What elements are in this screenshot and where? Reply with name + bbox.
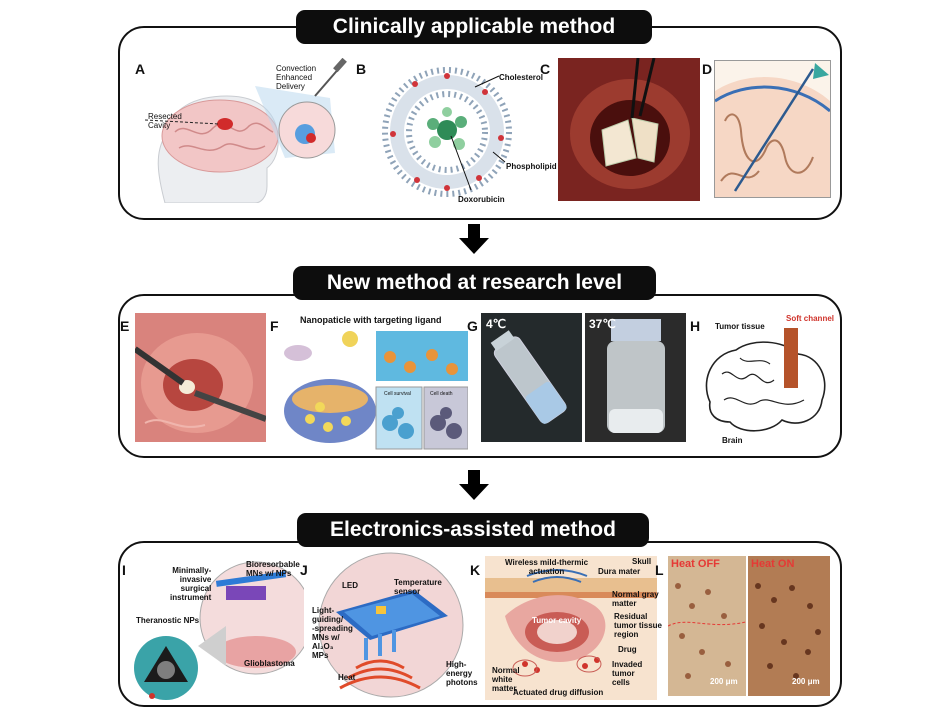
panel-f-nanoparticle-illustration xyxy=(280,327,468,451)
text-temperature-sensor: Temperature sensor xyxy=(394,578,442,596)
text-mi-instrument: Minimally- invasive surgical instrument xyxy=(170,566,212,602)
panel-c-surgery-photo xyxy=(558,58,700,201)
panel-k-wireless-actuation xyxy=(485,556,657,700)
label-i: I xyxy=(122,562,126,578)
text-brain: Brain xyxy=(722,436,743,445)
text-cell-survival: Cell survival xyxy=(384,391,411,397)
text-residual-tumor: Residual tumor tissue region xyxy=(614,612,663,639)
led-microneedle-icon xyxy=(318,552,464,698)
text-normal-white-matter: Normal white matter xyxy=(492,666,520,693)
text-drug: Drug xyxy=(618,645,637,654)
down-arrow-icon xyxy=(459,470,489,500)
histology-off-icon xyxy=(668,556,746,696)
text-phospholipid: Phospholipid xyxy=(506,162,557,171)
bioresorbable-mn-icon xyxy=(134,561,304,700)
panel-h-brain-channel xyxy=(700,310,832,448)
text-cell-death: Cell death xyxy=(430,391,453,397)
panel-l-histology-off xyxy=(668,556,746,696)
label-k: K xyxy=(470,562,481,578)
panel-j-led-device xyxy=(316,550,466,700)
label-g: G xyxy=(467,318,478,334)
text-nanoparticle-title: Nanopaticle with targeting ligand xyxy=(300,315,442,325)
panel-b-liposome xyxy=(375,62,535,202)
text-tumor-cavity: Tumor cavity xyxy=(532,616,582,625)
text-tumor-tissue: Tumor tissue xyxy=(715,322,765,331)
text-led: LED xyxy=(342,581,358,590)
text-cholesterol: Cholesterol xyxy=(499,73,544,82)
panel-g-gel-photo-4c xyxy=(481,313,582,442)
text-heat-off: Heat OFF xyxy=(671,558,720,570)
text-light-guiding: Light- guiding/ -spreading MNs w/ Al₂O₃ … xyxy=(312,606,353,660)
label-h: H xyxy=(690,318,701,334)
label-l: L xyxy=(655,562,664,578)
text-wireless-actuation: Wireless mild-thermic actuation xyxy=(505,558,589,576)
liposome-icon xyxy=(382,67,512,197)
text-glioblastoma: Glioblastoma xyxy=(244,659,295,668)
text-resected-cavity: Resected Cavity xyxy=(148,112,182,130)
wafer-implant-icon xyxy=(558,58,700,201)
label-a: A xyxy=(135,61,146,77)
text-skull: Skull xyxy=(632,557,652,566)
nanoparticle-tumor-icon xyxy=(284,331,468,450)
label-f: F xyxy=(270,318,279,334)
text-dura-mater: Dura mater xyxy=(598,567,641,576)
text-doxorubicin: Doxorubicin xyxy=(458,195,505,204)
text-normal-gray-matter: Normal gray matter xyxy=(612,590,659,608)
panel-d-cortex-illustration xyxy=(714,60,831,198)
banner-research: New method at research level xyxy=(293,266,656,300)
label-j: J xyxy=(300,562,308,578)
surgical-field-icon xyxy=(135,313,266,442)
vial-gel-icon xyxy=(585,313,686,442)
catheter-brain-icon xyxy=(715,63,830,197)
brain-soft-channel-icon xyxy=(705,328,826,432)
panel-a-brain-illustration xyxy=(135,58,350,203)
text-heat-on: Heat ON xyxy=(751,558,795,570)
text-temp-37c: 37℃ xyxy=(589,317,616,331)
text-convection-enhanced: Convection Enhanced Delivery xyxy=(276,64,317,91)
text-actuated-diffusion: Actuated drug diffusion xyxy=(513,688,604,697)
brain-head-icon xyxy=(144,58,347,203)
text-soft-channel: Soft channel xyxy=(786,314,835,323)
label-d: D xyxy=(702,61,713,77)
label-c: C xyxy=(540,61,551,77)
histology-on-icon xyxy=(748,556,830,696)
text-bioresorbable-mns: Bioresorbable MNs w/ NPs xyxy=(246,560,300,578)
text-scalebar-on: 200 μm xyxy=(792,677,820,686)
text-scalebar-off: 200 μm xyxy=(710,677,738,686)
panel-i-microneedle-illustration xyxy=(126,556,304,700)
banner-electronics: Electronics-assisted method xyxy=(297,513,649,547)
banner-clinical: Clinically applicable method xyxy=(296,10,652,44)
text-high-energy-photons: High- energy photons xyxy=(446,660,478,687)
down-arrow-icon xyxy=(459,224,489,254)
tumor-cavity-icon xyxy=(485,556,657,700)
panel-e-surgery-photo xyxy=(135,313,266,442)
vial-liquid-icon xyxy=(481,313,582,442)
panel-g-gel-photo-37c xyxy=(585,313,686,442)
label-b: B xyxy=(356,61,367,77)
panel-l-histology-on xyxy=(748,556,830,696)
text-invaded-tumor: Invaded tumor cells xyxy=(612,660,643,687)
text-theranostic-nps: Theranostic NPs xyxy=(136,616,200,625)
text-heat: Heat xyxy=(338,673,356,682)
text-temp-4c: 4℃ xyxy=(486,317,507,331)
label-e: E xyxy=(120,318,130,334)
